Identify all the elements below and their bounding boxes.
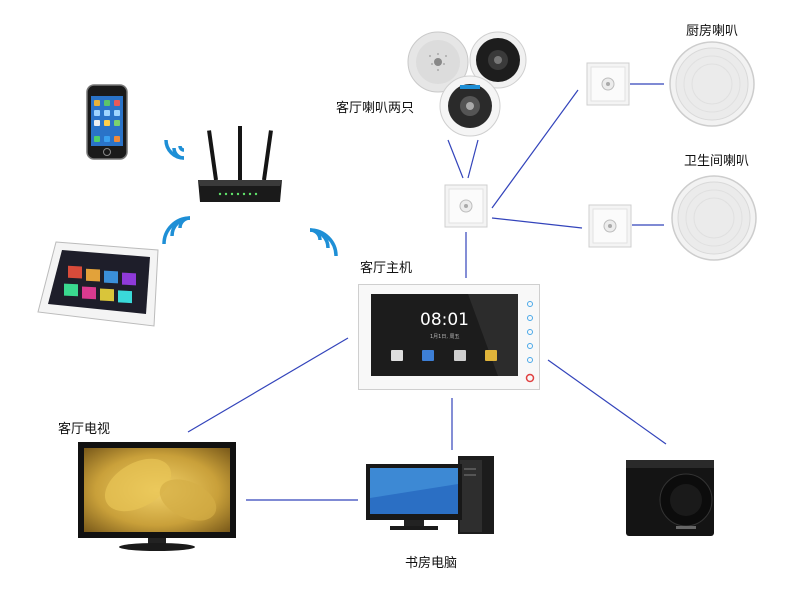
wifi-signal-icon (309, 228, 338, 257)
main-unit-panel: 08:01 1月1日, 周五 (358, 284, 540, 390)
wifi-signal-icon (162, 216, 191, 245)
wifi-signal-icon (164, 139, 185, 160)
connector-knob-bathroom-knob (491, 217, 583, 229)
connector-speakers-knob-right (467, 139, 479, 179)
living-room-speakers-label: 客厅喇叭两只 (336, 101, 415, 116)
kitchen-speaker-label: 厨房喇叭 (686, 24, 739, 39)
main-unit-label: 客厅主机 (360, 261, 413, 276)
connector-knob-kitchen-knob (491, 89, 579, 209)
volume-control-panel (444, 184, 488, 228)
study-computer-label: 书房电脑 (405, 556, 458, 571)
app-icons (391, 350, 497, 361)
screen-date: 1月1日, 周五 (430, 334, 460, 340)
connector-mainunit-tv (187, 337, 349, 433)
bathroom-speaker-label: 卫生间喇叭 (684, 154, 750, 169)
connector-speakers-knob-left (447, 139, 464, 179)
wifi-router (194, 124, 286, 210)
living-room-speakers (404, 30, 530, 140)
screen-clock: 08:01 (420, 310, 469, 330)
study-computer (364, 454, 498, 538)
living-room-tv (78, 440, 238, 552)
smartphone (86, 84, 128, 160)
bathroom-speaker (670, 174, 758, 262)
bathroom-volume-control (588, 204, 632, 248)
tablet (34, 236, 164, 328)
connector-mainunit-subwoofer (547, 359, 667, 445)
kitchen-speaker (668, 40, 756, 128)
living-room-tv-label: 客厅电视 (58, 422, 111, 437)
subwoofer (624, 456, 718, 540)
kitchen-volume-control (586, 62, 630, 106)
